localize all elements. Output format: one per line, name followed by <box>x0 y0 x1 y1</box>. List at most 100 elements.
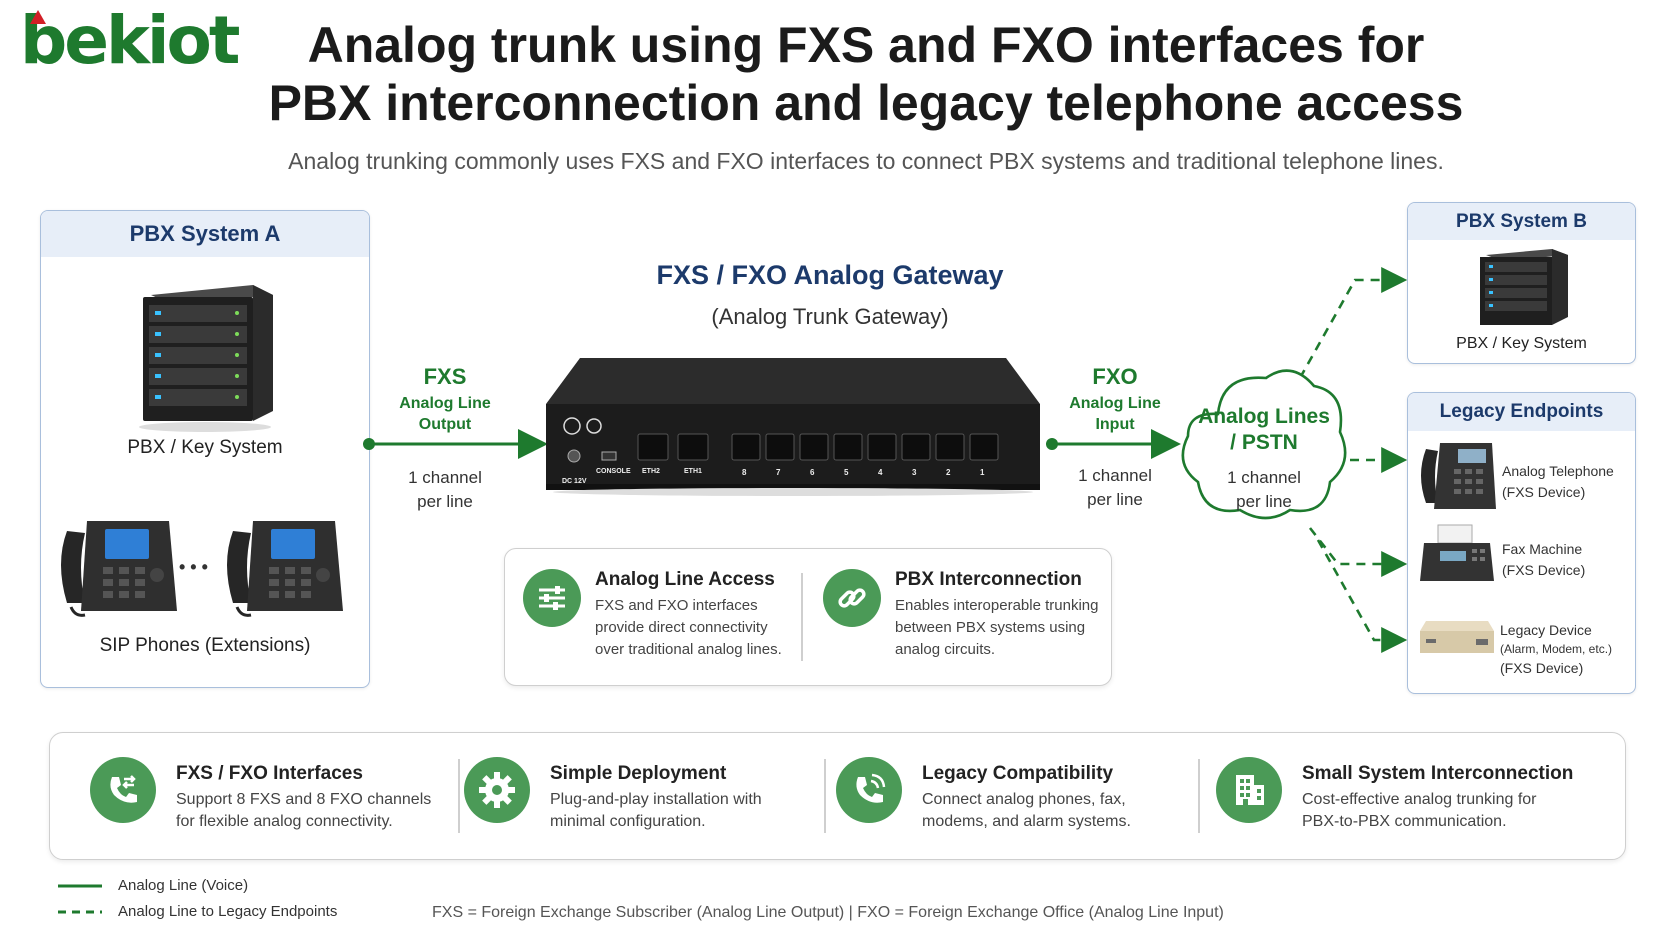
port-7-label: 7 <box>776 468 781 477</box>
benefit-3-text: Connect analog phones, fax, modems, and … <box>922 789 1131 833</box>
legend-dashed-label: Analog Line to Legacy Endpoints <box>118 903 338 920</box>
benefit-2-line-2: minimal configuration. <box>550 813 706 830</box>
pbx-system-b-panel: PBX System B PBX / Key System <box>1407 202 1636 364</box>
dashed-link-fax <box>1308 527 1408 577</box>
fxo-heading: FXO <box>1092 364 1138 389</box>
feature-2-line-3: analog circuits. <box>895 641 996 658</box>
benefit-1-title: FXS / FXO Interfaces <box>176 763 363 784</box>
legend-swatches <box>58 884 102 914</box>
phone-ring-icon <box>836 757 902 823</box>
link-icon <box>823 569 881 627</box>
benefit-4-line-2: PBX-to-PBX communication. <box>1302 813 1507 830</box>
port-8-label: 8 <box>742 468 747 477</box>
benefit-3-line-2: modems, and alarm systems. <box>922 813 1131 830</box>
page-title: Analog trunk using FXS and FXO interface… <box>0 16 1672 132</box>
legacy-item-phone: Analog Telephone (FXS Device) <box>1502 461 1614 503</box>
title-line-1: Analog trunk using FXS and FXO interface… <box>307 17 1425 73</box>
pbx-b-label: PBX / Key System <box>1456 335 1587 352</box>
pbx-a-server-label: PBX / Key System <box>127 437 283 458</box>
legacy-endpoints-panel: Legacy Endpoints Analog Telephone (FXS D… <box>1407 392 1636 694</box>
gateway-title: FXS / FXO Analog Gateway <box>656 260 1004 290</box>
fxs-heading: FXS <box>423 364 467 389</box>
legacy-phone-sub: (FXS Device) <box>1502 484 1586 500</box>
feature-2-line-1: Enables interoperable trunking <box>895 597 1099 614</box>
feature-1-line-1: FXS and FXO interfaces <box>595 597 758 614</box>
legacy-device-icon <box>1420 621 1494 653</box>
port-5-label: 5 <box>844 468 849 477</box>
fxo-sub-1: Analog Line <box>1069 395 1161 412</box>
gateway-chassis-icon <box>546 358 1040 496</box>
phone-transfer-icon <box>90 757 156 823</box>
pstn-line-1: Analog Lines <box>1198 405 1330 428</box>
legacy-phone-name: Analog Telephone <box>1502 463 1614 479</box>
benefit-1-text: Support 8 FXS and 8 FXO channels for fle… <box>176 789 431 833</box>
feature-2-line-2: between PBX systems using <box>895 619 1086 636</box>
dashed-link-pbx-b <box>1298 267 1408 379</box>
page-subtitle: Analog trunking commonly uses FXS and FX… <box>288 148 1444 174</box>
benefit-legacy: Legacy Compatibility Connect analog phon… <box>796 733 1196 859</box>
dashed-link-legacy-device <box>1316 539 1408 653</box>
pstn-note-1: 1 channel <box>1227 468 1301 487</box>
building-icon <box>1216 757 1282 823</box>
brand-logo: bekiot <box>20 8 240 74</box>
fxo-note-2: per line <box>1087 490 1143 509</box>
pbx-system-a-title: PBX System A <box>41 211 369 257</box>
gateway-subtitle: (Analog Trunk Gateway) <box>711 304 949 329</box>
benefit-4-title: Small System Interconnection <box>1302 763 1574 784</box>
pstn-cloud-title: Analog Lines / PSTN <box>1194 404 1334 456</box>
sliders-icon <box>523 569 581 627</box>
fxs-note: 1 channel per line <box>380 466 510 514</box>
legacy-device-name: Legacy Device <box>1500 622 1592 638</box>
features-card: Analog Line Access FXS and FXO interface… <box>504 548 1112 686</box>
pbx-system-b-title: PBX System B <box>1408 203 1635 240</box>
fxs-sub-2: Output <box>418 416 472 433</box>
fxo-sub-2: Input <box>1095 416 1135 433</box>
legacy-fax-sub: (FXS Device) <box>1502 562 1586 578</box>
fxo-note: 1 channel per line <box>1050 464 1180 512</box>
pbx-server-icon <box>139 285 273 432</box>
legacy-endpoints-title: Legacy Endpoints <box>1408 393 1635 431</box>
benefit-2-line-1: Plug-and-play installation with <box>550 791 762 808</box>
benefits-bar: FXS / FXO Interfaces Support 8 FXS and 8… <box>49 732 1626 860</box>
port-2-label: 2 <box>946 468 951 477</box>
feature-2-title: PBX Interconnection <box>895 569 1082 590</box>
legacy-item-device: Legacy Device (Alarm, Modem, etc.) (FXS … <box>1500 621 1612 678</box>
benefit-deployment: Simple Deployment Plug-and-play installa… <box>424 733 824 859</box>
pbx-b-server-icon <box>1480 249 1568 325</box>
benefit-3-line-1: Connect analog phones, fax, <box>922 791 1126 808</box>
analog-telephone-icon <box>1421 443 1496 509</box>
fxs-note-2: per line <box>417 492 473 511</box>
phones-ellipsis: • • • <box>179 557 208 577</box>
gear-icon <box>464 757 530 823</box>
feature-1-line-2: provide direct connectivity <box>595 619 768 636</box>
legacy-device-detail: (Alarm, Modem, etc.) <box>1500 642 1613 656</box>
console-label: CONSOLE <box>596 468 631 475</box>
power-label: DC 12V <box>562 478 587 485</box>
pstn-note: 1 channel per line <box>1194 466 1334 514</box>
legacy-device-sub: (FXS Device) <box>1500 660 1584 676</box>
benefit-separator <box>1198 759 1200 833</box>
sip-phone-icon <box>227 521 343 617</box>
port-1-label: 1 <box>980 468 985 477</box>
fxs-sub-1: Analog Line <box>399 395 491 412</box>
port-3-label: 3 <box>912 468 917 477</box>
legacy-fax-name: Fax Machine <box>1502 541 1583 557</box>
benefit-separator <box>824 759 826 833</box>
feature-2-text: Enables interoperable trunking between P… <box>895 595 1098 661</box>
benefit-separator <box>458 759 460 833</box>
port-6-label: 6 <box>810 468 815 477</box>
benefit-2-title: Simple Deployment <box>550 763 727 784</box>
eth2-label: ETH2 <box>642 468 660 475</box>
benefit-4-text: Cost-effective analog trunking for PBX-t… <box>1302 789 1537 833</box>
benefit-fxs-fxo: FXS / FXO Interfaces Support 8 FXS and 8… <box>50 733 450 859</box>
benefit-4-line-1: Cost-effective analog trunking for <box>1302 791 1537 808</box>
pbx-system-a-panel: PBX System A PBX / Key System <box>40 210 370 688</box>
feature-1-line-3: over traditional analog lines. <box>595 641 782 658</box>
fax-machine-icon <box>1420 524 1494 581</box>
logo-text: bekiot <box>20 2 240 79</box>
pstn-note-2: per line <box>1236 492 1292 511</box>
feature-1-title: Analog Line Access <box>595 569 775 590</box>
legend-solid-label: Analog Line (Voice) <box>118 877 249 894</box>
title-line-2: PBX interconnection and legacy telephone… <box>268 75 1464 131</box>
